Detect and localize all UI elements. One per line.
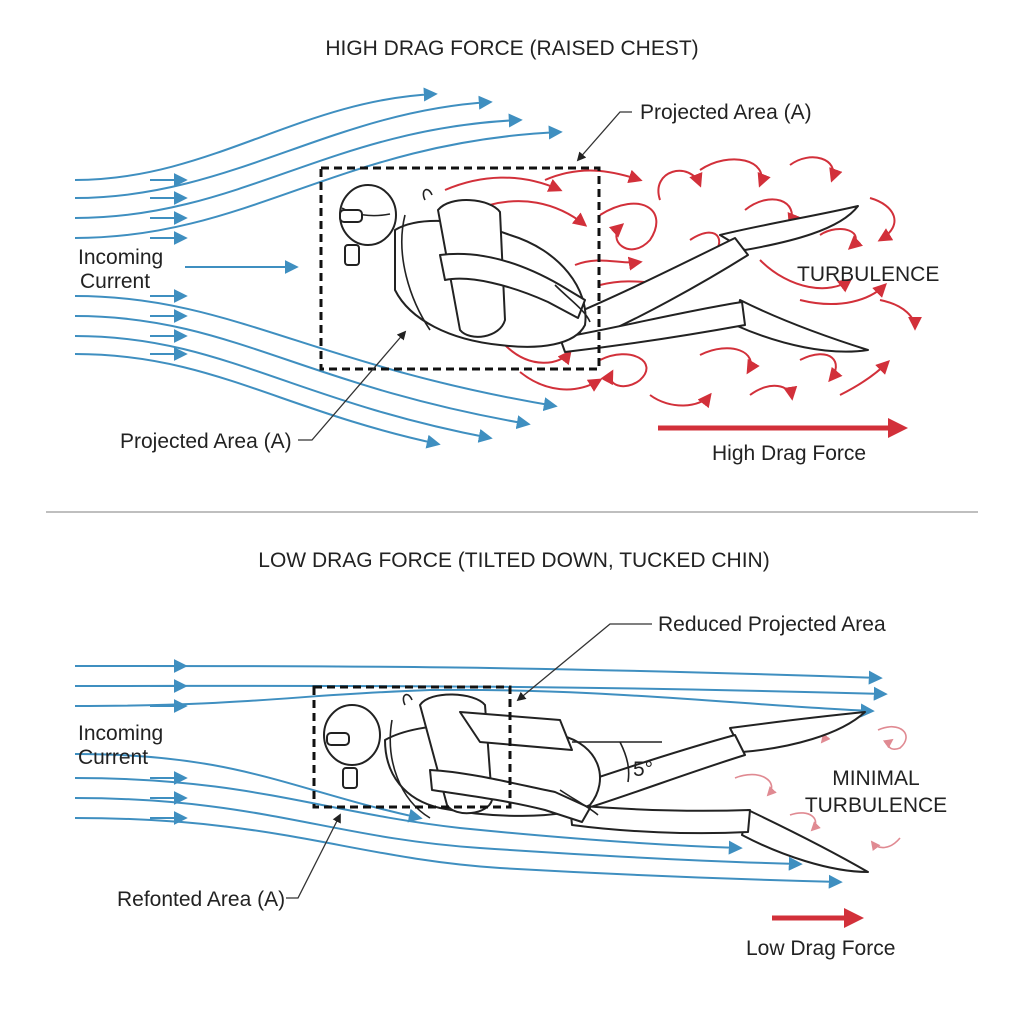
- fin-icon: [741, 809, 869, 873]
- turbulence-label: TURBULENCE: [797, 263, 939, 286]
- swirl-arrow-icon: [789, 812, 821, 832]
- bottom-incoming-label-1: Incoming: [78, 722, 163, 745]
- top-incoming-label-1: Incoming: [78, 246, 163, 269]
- mask-icon: [326, 732, 350, 746]
- bottom-projected-area-label: Projected Area (A): [120, 430, 292, 453]
- swirl-arrow-icon: [734, 773, 777, 797]
- reduced-area-box: [312, 685, 512, 809]
- flow-arrow-icon: [74, 335, 493, 443]
- swirl-arrow-icon: [877, 725, 907, 750]
- leader-arrow: [298, 330, 407, 441]
- swirl-arrow-icon: [870, 837, 901, 852]
- swirl-arrow-icon: [599, 202, 658, 251]
- flow-arrow-icon: [74, 777, 743, 855]
- minimal-turbulence-label-2: TURBULENCE: [805, 794, 947, 817]
- bottom-diver: [323, 693, 869, 873]
- leader-arrow: [516, 623, 652, 702]
- fin-icon: [729, 711, 866, 753]
- top-diver: [339, 184, 869, 353]
- top-flow-lines: [74, 87, 563, 449]
- top-projected-area-label: Projected Area (A): [640, 101, 812, 124]
- flow-arrow-icon: [74, 125, 563, 239]
- swirl-arrow-icon: [544, 169, 643, 184]
- minimal-turbulence-label-1: MINIMAL: [832, 767, 920, 790]
- top-panel-title: HIGH DRAG FORCE (RAISED CHEST): [325, 37, 698, 60]
- projected-area-box: [319, 166, 601, 371]
- swirl-arrow-icon: [744, 198, 801, 228]
- bottom-flow-lines: [74, 659, 888, 889]
- swirl-arrow-icon: [574, 256, 643, 271]
- swirl-arrow-icon: [649, 392, 712, 409]
- flow-arrow-icon: [74, 315, 531, 430]
- leader-arrow: [576, 111, 632, 162]
- swirl-arrow-icon: [749, 384, 798, 401]
- fin-icon: [719, 205, 859, 251]
- bottom-incoming-label-2: Current: [78, 746, 148, 769]
- swirl-arrow-icon: [699, 158, 771, 188]
- bottom-panel: LOW DRAG FORCE (TILTED DOWN, TUCKED CHIN…: [74, 549, 947, 960]
- swirl-arrow-icon: [599, 353, 648, 388]
- swirl-arrow-icon: [657, 169, 703, 201]
- top-turbulence: [444, 156, 922, 409]
- swirl-arrow-icon: [759, 259, 853, 293]
- regulator-icon: [344, 244, 360, 266]
- high-drag-label: High Drag Force: [712, 442, 866, 465]
- swirl-arrow-icon: [789, 156, 843, 183]
- fin-icon: [734, 299, 869, 353]
- swirl-arrow-icon: [799, 353, 843, 383]
- swirl-arrow-icon: [699, 347, 760, 375]
- swirl-arrow-icon: [519, 371, 603, 392]
- mask-icon: [339, 209, 363, 223]
- swirl-arrow-icon: [799, 283, 887, 306]
- flow-arrow-icon: [74, 753, 423, 823]
- swirl-arrow-icon: [504, 344, 572, 366]
- angle-label: 5°: [633, 758, 653, 781]
- flow-arrow-icon: [74, 353, 441, 449]
- flow-arrow-icon: [74, 797, 803, 871]
- flow-arrow-icon: [74, 817, 843, 889]
- bottom-panel-title: LOW DRAG FORCE (TILTED DOWN, TUCKED CHIN…: [258, 549, 769, 572]
- reduced-area-label: Reduced Projected Area: [658, 613, 886, 636]
- swirl-arrow-icon: [839, 360, 890, 396]
- flow-arrow-icon: [74, 113, 523, 219]
- bottom-area-label: Refonted Area (A): [117, 888, 285, 911]
- flow-arrow-icon: [74, 95, 493, 199]
- top-panel: HIGH DRAG FORCE (RAISED CHEST) Incoming …: [74, 37, 939, 465]
- swirl-arrow-icon: [879, 299, 922, 331]
- flow-arrow-icon: [74, 664, 883, 685]
- flow-arrow-icon: [74, 295, 558, 412]
- low-drag-label: Low Drag Force: [746, 937, 895, 960]
- swirl-arrow-icon: [444, 176, 563, 192]
- swirl-arrow-icon: [869, 197, 896, 242]
- leader-arrow: [286, 813, 341, 899]
- flow-arrow-icon: [74, 87, 438, 181]
- regulator-icon: [342, 767, 358, 789]
- top-incoming-label-2: Current: [80, 270, 150, 293]
- flow-arrow-icon: [74, 688, 875, 718]
- swirl-arrow-icon: [819, 228, 864, 250]
